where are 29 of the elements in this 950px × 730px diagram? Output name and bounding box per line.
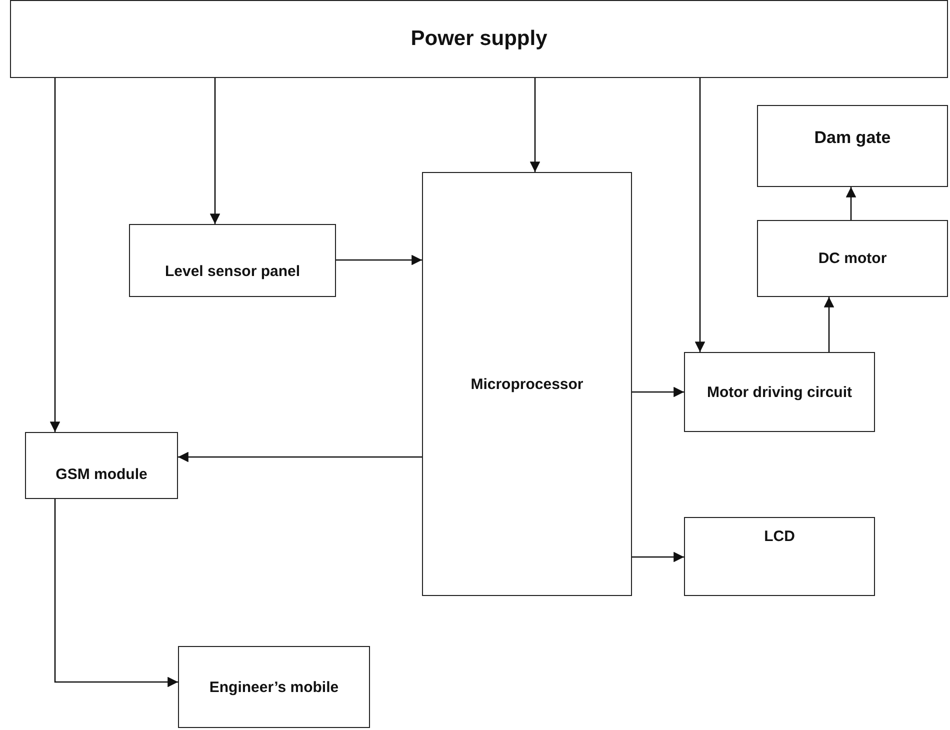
block-label: Motor driving circuit	[706, 384, 852, 400]
arrow	[530, 78, 540, 172]
arrow	[846, 187, 856, 220]
block-box	[684, 517, 875, 596]
arrow	[632, 552, 684, 562]
block-label: Dam gate	[814, 128, 891, 148]
block-label: Level sensor panel	[164, 263, 300, 280]
block-box	[757, 105, 948, 187]
block-box	[178, 646, 370, 728]
block-label: Engineer’s mobile	[209, 678, 339, 696]
block-label: DC motor	[818, 250, 887, 267]
arrow	[632, 386, 684, 398]
block-box	[757, 220, 948, 297]
block-box	[129, 224, 336, 297]
arrow	[694, 78, 706, 352]
arrow	[54, 499, 178, 688]
arrow	[210, 78, 220, 224]
block-label: Microprocessor	[470, 376, 584, 392]
block-box	[684, 352, 875, 432]
block-box	[422, 172, 632, 596]
arrow	[824, 297, 834, 352]
arrow	[336, 254, 422, 266]
block-label: LCD	[764, 528, 795, 545]
arrow	[178, 452, 422, 462]
block-box	[25, 432, 178, 499]
block-label: Power supply	[410, 27, 548, 51]
block-box	[10, 0, 948, 78]
block-label: GSM module	[56, 466, 148, 483]
arrow	[50, 78, 60, 432]
